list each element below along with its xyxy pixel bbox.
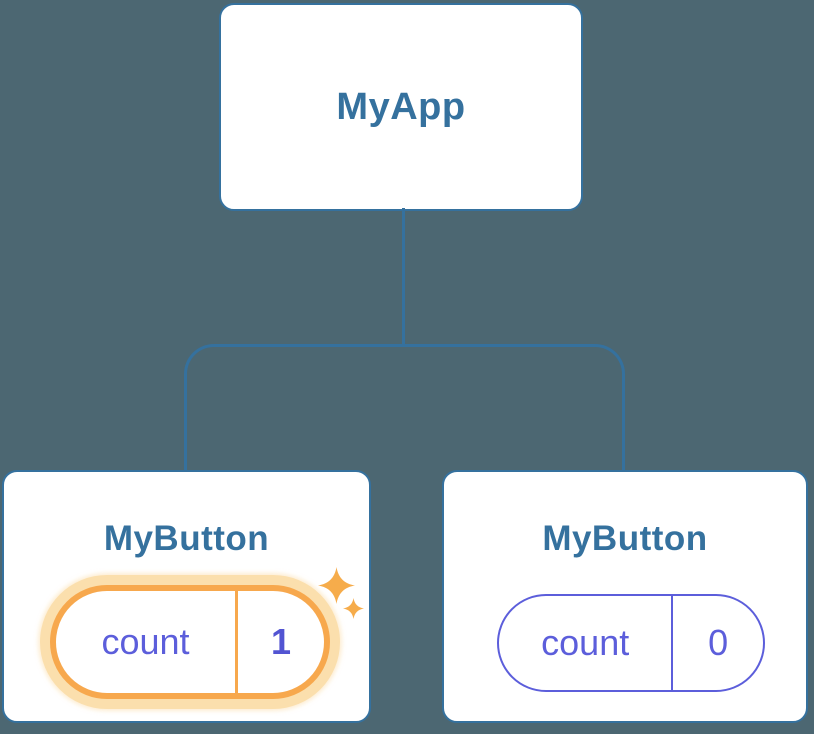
state-pill-highlighted: count 1 [50,585,330,699]
root-node-label: MyApp [336,86,466,128]
root-connector-line [402,208,405,346]
child-node-label: MyButton [542,519,708,558]
child-node-label: MyButton [103,519,270,558]
children-connector-bracket [184,344,625,471]
state-key: count [101,621,190,662]
sparkle-icon-small [343,598,364,619]
state-pill: count 0 [497,594,765,692]
child-node-mybutton: MyButton count 0 [442,470,808,723]
state-value: 0 [671,596,763,690]
state-value: 1 [235,591,324,693]
root-node-myapp: MyApp [219,3,583,211]
child-node-mybutton-updated: MyButton count 1 [2,470,371,723]
state-key: count [541,622,630,663]
sparkle-icon-large [318,567,355,604]
